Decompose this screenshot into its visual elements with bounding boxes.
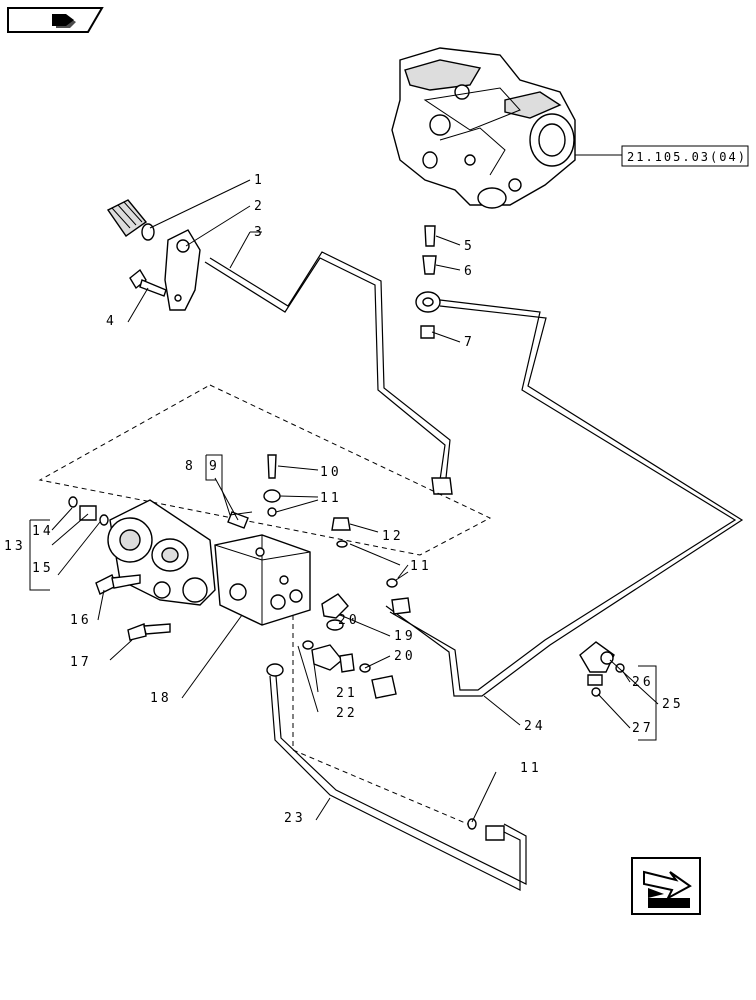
callout-1: 1 — [254, 173, 265, 188]
next-page-arrow-icon[interactable] — [631, 857, 701, 915]
callout-16: 16 — [70, 613, 92, 628]
tube-3 — [204, 251, 453, 495]
callout-23: 23 — [284, 811, 306, 826]
part-1-fitting — [106, 199, 155, 241]
callout-3: 3 — [254, 225, 265, 240]
callout-6: 6 — [464, 264, 475, 279]
callout-17: 17 — [70, 655, 92, 670]
callout-11-b: 11 — [410, 559, 432, 574]
callout-24: 24 — [524, 719, 546, 734]
callout-7: 7 — [464, 335, 475, 350]
callout-18: 18 — [150, 691, 172, 706]
leader-lines — [51, 179, 659, 823]
callout-27: 27 — [632, 721, 654, 736]
callout-8: 8 — [185, 459, 196, 474]
parts-5-7 — [415, 225, 441, 339]
part-4-bolt — [129, 268, 167, 297]
part-2-bracket — [164, 229, 201, 311]
valve-block-18 — [214, 534, 311, 626]
callout-5: 5 — [464, 239, 475, 254]
parts-8-12 — [227, 454, 411, 615]
callout-12: 12 — [382, 529, 404, 544]
callout-10: 10 — [320, 465, 342, 480]
valve-body-18 — [107, 499, 216, 606]
callout-19: 19 — [394, 629, 416, 644]
callout-21: 21 — [336, 686, 358, 701]
group-outline — [38, 384, 492, 556]
callout-20-b: 20 — [394, 649, 416, 664]
callout-11-a: 11 — [320, 491, 342, 506]
tube-24 — [385, 299, 744, 697]
parts-25-27 — [579, 641, 625, 697]
book-nav-icon[interactable] — [7, 7, 104, 33]
callout-14: 14 — [32, 524, 54, 539]
callout-20-a: 20 — [338, 613, 360, 628]
callout-26: 26 — [632, 675, 654, 690]
callout-15: 15 — [32, 561, 54, 576]
reference-label: 21.105.03(04) — [627, 150, 747, 164]
callout-11-c: 11 — [520, 761, 542, 776]
callout-25: 25 — [662, 697, 684, 712]
callout-9: 9 — [209, 459, 220, 474]
tube-23 — [266, 663, 527, 891]
parts-19-22 — [302, 593, 397, 699]
callout-13: 13 — [4, 539, 26, 554]
callout-2: 2 — [254, 199, 265, 214]
parts-13-17 — [68, 496, 171, 641]
callout-labels: 1 2 3 4 5 6 7 8 9 10 11 11 11 12 13 14 1… — [4, 173, 684, 826]
valve-housing-illustration — [391, 47, 576, 209]
callout-22: 22 — [336, 706, 358, 721]
reference-box — [621, 145, 749, 167]
callout-4: 4 — [106, 314, 117, 329]
